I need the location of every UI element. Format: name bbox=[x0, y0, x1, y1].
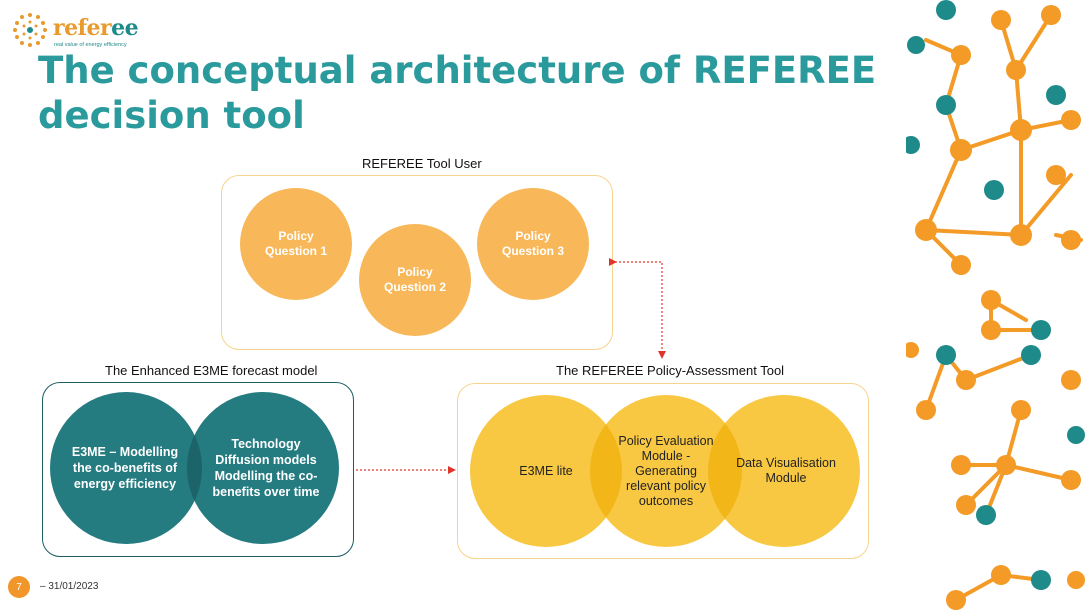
e3me-modelling-text: E3ME – Modelling the co-benefits of ener… bbox=[71, 445, 179, 491]
network-decoration bbox=[906, 0, 1085, 610]
policy-question-1: Policy Question 1 bbox=[240, 188, 352, 300]
policy-assessment-box bbox=[457, 383, 869, 559]
policy-question-3: Policy Question 3 bbox=[477, 188, 589, 300]
user-to-tool-arrow bbox=[609, 258, 666, 359]
data-visualisation-text: Data Visualisation Module bbox=[736, 456, 836, 485]
e3me-model-box bbox=[42, 382, 354, 557]
policy-question-2: Policy Question 2 bbox=[359, 224, 471, 336]
logo-tagline: real value of energy efficiency bbox=[54, 42, 127, 48]
policy-evaluation-text: Policy Evaluation Module - Generating re… bbox=[618, 433, 714, 508]
logo-sun-icon bbox=[13, 13, 47, 47]
footer-date: – 31/01/2023 bbox=[40, 581, 99, 592]
technology-diffusion-text: Technology Diffusion models Modelling th… bbox=[212, 437, 320, 499]
e3me-modelling-circle: E3ME – Modelling the co-benefits of ener… bbox=[50, 392, 202, 544]
e3me-lite-text: E3ME lite bbox=[519, 463, 573, 478]
logo-wordmark: referee bbox=[53, 15, 139, 41]
e3me-model-label: The Enhanced E3ME forecast model bbox=[105, 363, 318, 378]
page-title: The conceptual architecture of REFEREE d… bbox=[38, 49, 877, 137]
policy-assessment-label: The REFEREE Policy-Assessment Tool bbox=[556, 363, 785, 378]
technology-diffusion-circle: Technology Diffusion models Modelling th… bbox=[187, 392, 339, 544]
page-number-badge: 7 bbox=[8, 576, 30, 598]
referee-logo: referee real value of energy efficiency bbox=[12, 10, 142, 50]
tool-user-label: REFEREE Tool User bbox=[362, 156, 482, 171]
